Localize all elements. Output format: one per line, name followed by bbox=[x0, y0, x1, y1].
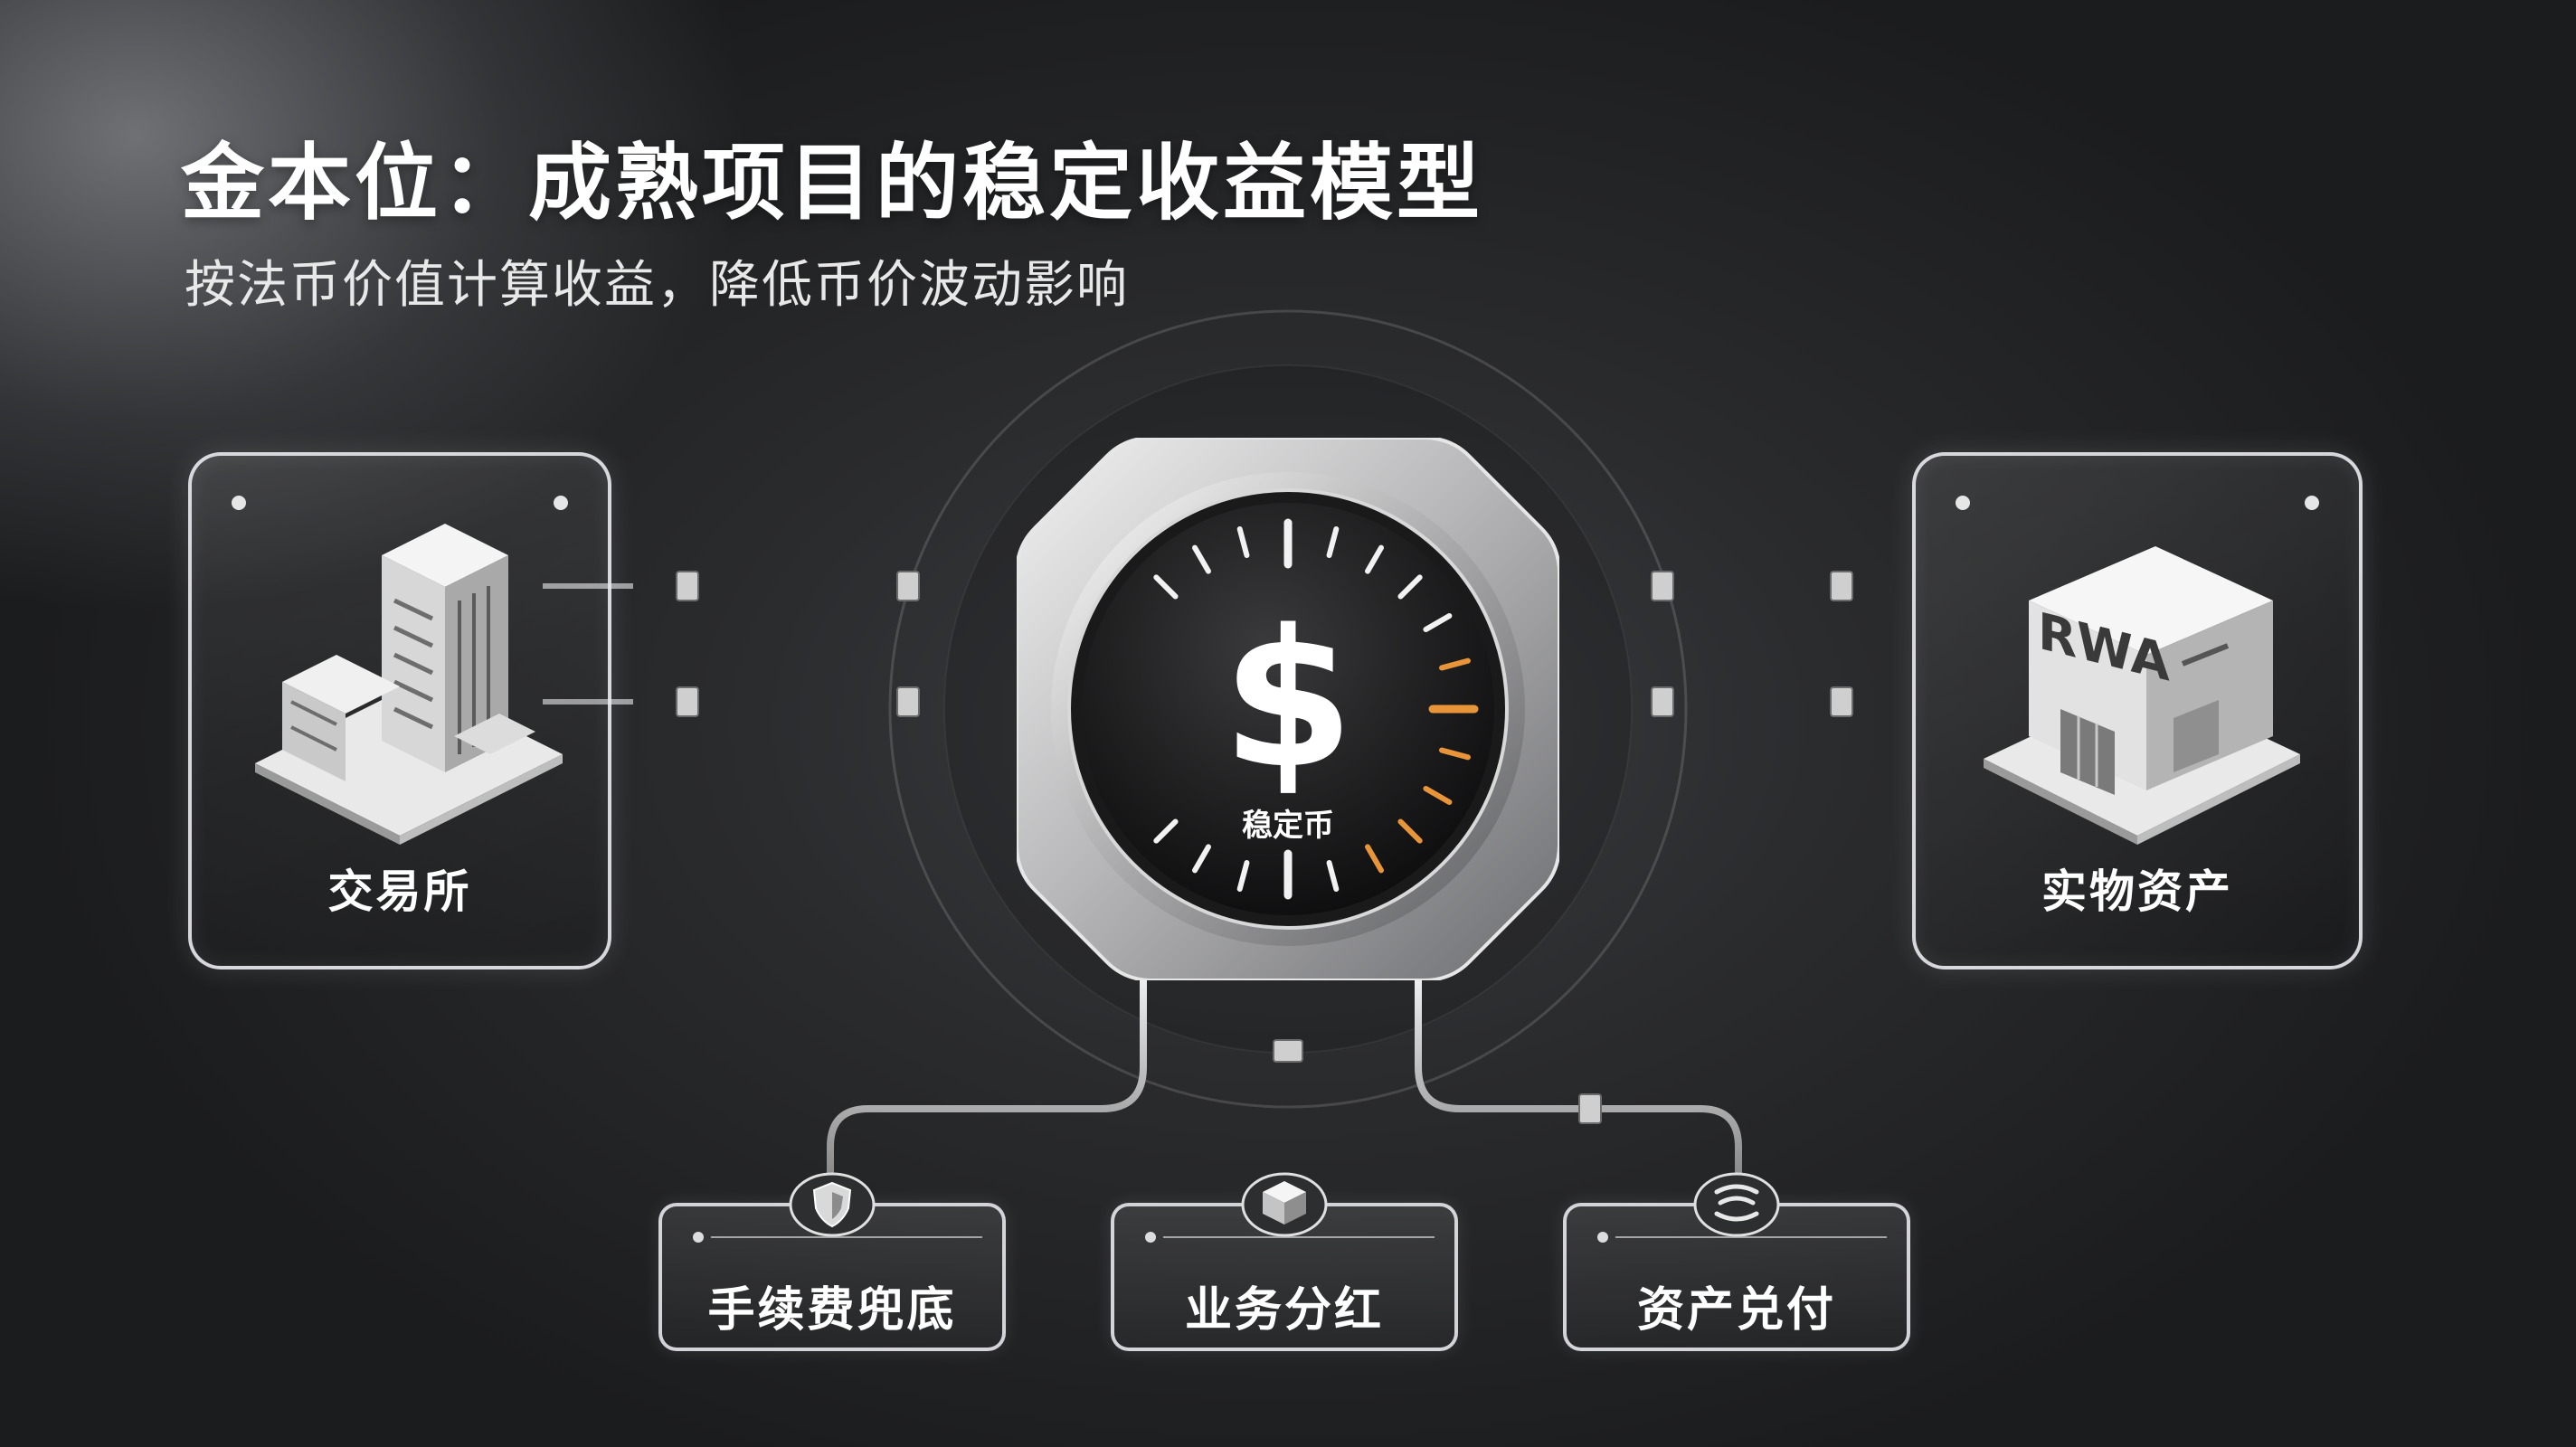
gauge-tick bbox=[1365, 544, 1384, 574]
gauge-tick bbox=[1326, 526, 1340, 558]
card-dot bbox=[693, 1232, 704, 1243]
gauge-tick bbox=[1236, 526, 1250, 558]
asset-redemption-label: 资产兑付 bbox=[1636, 1283, 1836, 1338]
left-connector-clamps bbox=[676, 571, 920, 717]
card-line bbox=[1163, 1236, 1435, 1238]
gauge-tick bbox=[1153, 574, 1179, 600]
stablecoin-gauge: $ 稳定币 bbox=[1017, 438, 1559, 980]
gauge-tick bbox=[1192, 844, 1211, 874]
right-connector-clamps bbox=[1651, 571, 1853, 717]
gauge-tick bbox=[1397, 574, 1423, 600]
warehouse-icon: RWA bbox=[1984, 546, 2300, 845]
gauge-tick bbox=[1326, 860, 1340, 892]
left-connectors bbox=[467, 582, 1035, 843]
gauge-tick bbox=[1365, 844, 1384, 874]
business-dividend-card[interactable]: 业务分红 bbox=[1111, 1172, 1458, 1351]
card-dot bbox=[1597, 1232, 1608, 1243]
card-line bbox=[711, 1236, 982, 1238]
card-line bbox=[1615, 1236, 1887, 1238]
asset-redemption-card[interactable]: 资产兑付 bbox=[1563, 1172, 1910, 1351]
card-dot bbox=[554, 496, 568, 510]
gauge-tick bbox=[1423, 786, 1453, 805]
shield-icon bbox=[789, 1172, 876, 1237]
gauge-tick bbox=[1153, 818, 1179, 844]
gauge-tick bbox=[1397, 818, 1423, 844]
cube-icon bbox=[1241, 1172, 1328, 1237]
gauge-tick bbox=[1192, 544, 1211, 574]
card-dot bbox=[1956, 496, 1970, 510]
page-subtitle: 按法币价值计算收益，降低币价波动影响 bbox=[185, 256, 1129, 315]
gauge-tick bbox=[1423, 613, 1453, 632]
office-building-icon bbox=[255, 524, 563, 845]
gauge-tick bbox=[1439, 657, 1471, 671]
physical-asset-card[interactable]: RWA 实物资产 bbox=[1912, 452, 2363, 969]
fee-backstop-label: 手续费兜底 bbox=[707, 1283, 957, 1338]
page-title: 金本位：成熟项目的稳定收益模型 bbox=[181, 135, 1484, 232]
card-dot bbox=[232, 496, 246, 510]
stablecoin-label: 稳定币 bbox=[1242, 808, 1334, 844]
card-dot bbox=[2305, 496, 2319, 510]
exchange-card[interactable]: 交易所 bbox=[188, 452, 611, 969]
signal-wave-icon bbox=[1693, 1172, 1780, 1237]
business-dividend-label: 业务分红 bbox=[1184, 1283, 1384, 1338]
gauge-ticks bbox=[1153, 518, 1479, 900]
dollar-symbol: $ bbox=[1222, 589, 1354, 810]
gauge-tick bbox=[1439, 747, 1471, 761]
physical-asset-label: 实物资产 bbox=[2041, 865, 2233, 918]
card-dot bbox=[1145, 1232, 1156, 1243]
fee-backstop-card[interactable]: 手续费兜底 bbox=[658, 1172, 1006, 1351]
left-line-glints bbox=[543, 583, 633, 705]
right-connectors bbox=[1541, 582, 2030, 843]
gauge-tick bbox=[1236, 860, 1250, 892]
exchange-label: 交易所 bbox=[327, 865, 472, 918]
bottom-connectors bbox=[827, 966, 1742, 1179]
bottom-connector-clamps bbox=[1273, 1039, 1602, 1124]
